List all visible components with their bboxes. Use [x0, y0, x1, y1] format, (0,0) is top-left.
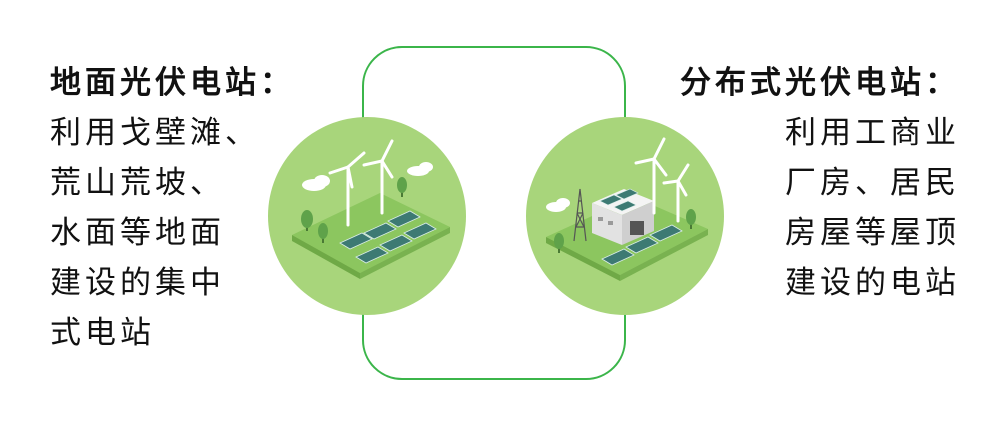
distributed-station-description: 分布式光伏电站： 利用工商业 厂房、居民 房屋等屋顶 建设的电站 [680, 58, 960, 308]
ground-station-line-5: 式电站 [50, 315, 155, 351]
ground-station-line-1: 利用戈壁滩、 [50, 115, 260, 151]
ground-solar-farm-icon [268, 117, 466, 315]
ground-station-line-4: 建设的集中 [50, 265, 225, 301]
ground-station-description: 地面光伏电站： 利用戈壁滩、 荒山荒坡、 水面等地面 建设的集中 式电站 [50, 58, 295, 358]
ground-station-line-3: 水面等地面 [50, 215, 225, 251]
distributed-station-line-3: 房屋等屋顶 [785, 215, 960, 251]
rooftop-solar-building-icon [526, 117, 724, 315]
distributed-station-line-2: 厂房、居民 [785, 165, 960, 201]
ground-station-line-2: 荒山荒坡、 [50, 165, 225, 201]
ground-station-title: 地面光伏电站： [50, 65, 295, 101]
distributed-station-title: 分布式光伏电站： [680, 65, 960, 101]
distributed-station-line-4: 建设的电站 [785, 265, 960, 301]
distributed-station-line-1: 利用工商业 [785, 115, 960, 151]
